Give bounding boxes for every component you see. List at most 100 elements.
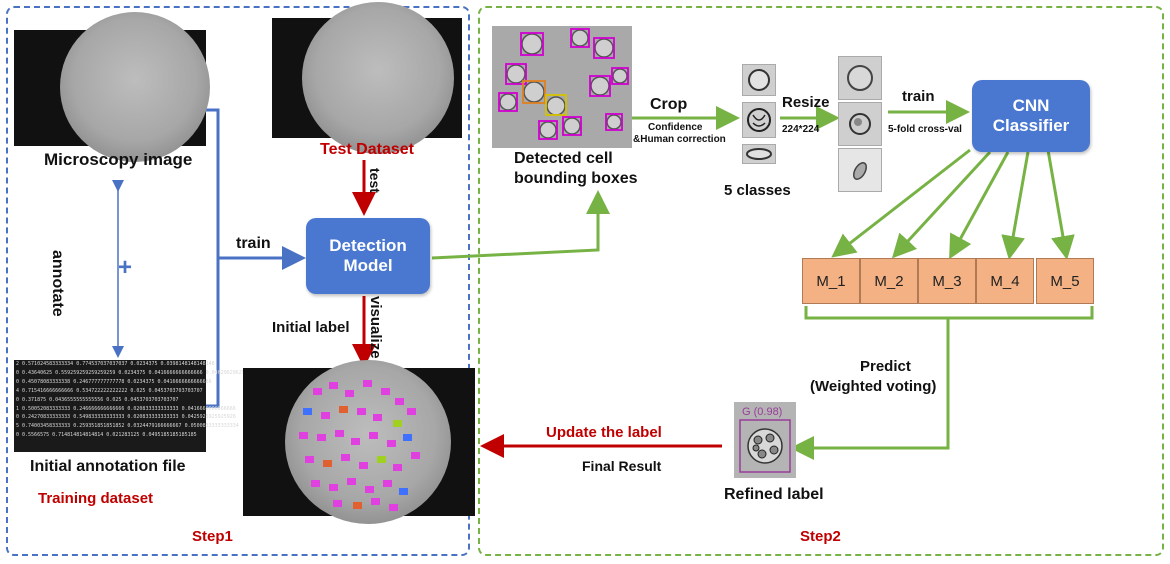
cnn-line2: Classifier [992,116,1070,135]
initial-label-image [243,360,475,524]
detection-label-box [363,380,372,387]
detection-label-box [403,434,412,441]
annotation-file-image: 2 0.571024583333334 0.774537037037037 0.… [14,360,260,452]
resize-size-label: 224*224 [782,124,820,135]
test-dataset-image [272,2,462,154]
test-dataset-caption: Test Dataset [320,141,414,158]
detection-line1: Detection [329,236,407,255]
resize-label: Resize [782,94,830,111]
detection-output-arrow [431,190,610,260]
model-box-4: M_4 [976,258,1034,304]
cnn-to-m3 [949,151,1010,260]
resized-cell-3 [838,148,882,192]
crossval-label: 5-fold cross-val [888,124,962,135]
detection-label-box [329,484,338,491]
cnn-to-m5 [1046,149,1075,260]
cnn-to-m2 [891,150,992,259]
classes-caption: 5 classes [724,182,791,199]
detection-label-box [333,500,342,507]
detection-label-box [359,462,368,469]
annotation-line: 0 0.45078083333338 0.246777777777778 0.0… [16,378,212,385]
model-box-3: M_3 [918,258,976,304]
model-box-1: M_1 [802,258,860,304]
resized-cell-2 [838,102,882,146]
annotation-line: 1 0.50052083333333 0.246666666666666 0.0… [16,405,236,412]
detected-caption-line2: bounding boxes [514,170,638,187]
detection-label-box [389,504,398,511]
microscopy-caption: Microscopy image [44,150,193,169]
refined-tag: G (0.98) [742,406,783,418]
step2-container [478,6,1164,556]
step1-container [6,6,470,556]
predict-label-line2: (Weighted voting) [810,378,937,395]
predict-arrow [790,318,950,460]
detection-label-box [323,460,332,467]
detection-label-box [303,408,312,415]
detection-label-box [345,390,354,397]
detection-label-box [387,440,396,447]
detection-label-box [353,502,362,509]
detection-label-box [381,388,390,395]
detected-boxes-image [492,26,632,148]
detection-label-box [393,464,402,471]
detection-label-box [373,414,382,421]
crop-cell-3 [742,144,776,164]
microscopy-image [14,12,210,162]
annotation-line: 0 0.24270833333333 0.549833333333333 0.0… [16,414,236,421]
detection-label-box [311,480,320,487]
train-label: train [236,235,271,252]
detection-label-box [347,478,356,485]
crop-label: Crop [650,96,688,113]
confidence-label: Confidence [648,122,703,133]
crop-cell-2 [742,102,776,138]
cnn-classifier-box: CNN Classifier [972,80,1090,152]
plus-icon: + [118,254,133,281]
predict-label-line1: Predict [860,358,911,375]
cnn-line1: CNN [1012,96,1050,115]
detection-label-box [339,406,348,413]
detection-model-box: Detection Model [306,218,430,294]
visualize-label: visualize [367,296,384,359]
detection-label-box [305,456,314,463]
cnn-train-label: train [902,88,935,105]
model-box-5: M_5 [1036,258,1094,304]
annotation-line: 4 0.715416666666666 0.534722222222222 0.… [16,387,203,394]
detection-label-box [351,438,360,445]
detection-label-box [329,382,338,389]
detection-label-box [321,412,330,419]
detected-caption-line1: Detected cell [514,150,613,167]
detection-line2: Model [343,256,393,275]
annotation-line: 0 0.43640625 0.559259259259259259 0.0234… [16,369,260,376]
detection-label-box [317,434,326,441]
step2-label: Step2 [800,528,841,545]
test-arrow-label: test [367,168,383,193]
models-bracket [804,306,1094,320]
detection-label-box [407,408,416,415]
cnn-to-m4 [1001,151,1030,260]
cnn-to-m1 [831,148,971,258]
annotation-line: 0 0.371875 0.0436555555555556 0.025 0.04… [16,396,179,403]
detection-label-box [341,454,350,461]
detection-label-box [365,486,374,493]
detection-label-box [357,408,366,415]
detection-label-box [399,488,408,495]
detection-label-box [371,498,380,505]
detection-label-box [369,432,378,439]
detection-label-box [313,388,322,395]
detection-label-box [383,480,392,487]
initial-label-caption: Initial label [272,319,350,336]
detection-label-box [411,452,420,459]
detection-label-box [393,420,402,427]
refined-caption: Refined label [724,486,824,503]
refined-label-image: G (0.98) [734,402,796,478]
detection-label-box [335,430,344,437]
final-result-label: Final Result [582,458,662,474]
update-label: Update the label [546,424,662,441]
model-box-2: M_2 [860,258,918,304]
detection-label-box [299,432,308,439]
annotation-line: 0 0.5566575 0.714814814814814 0.02128312… [16,432,197,439]
detection-label-box [395,398,404,405]
annotation-caption: Initial annotation file [30,458,186,475]
annotation-line: 5 0.74003458333333 0.259351851851852 0.0… [16,423,239,430]
